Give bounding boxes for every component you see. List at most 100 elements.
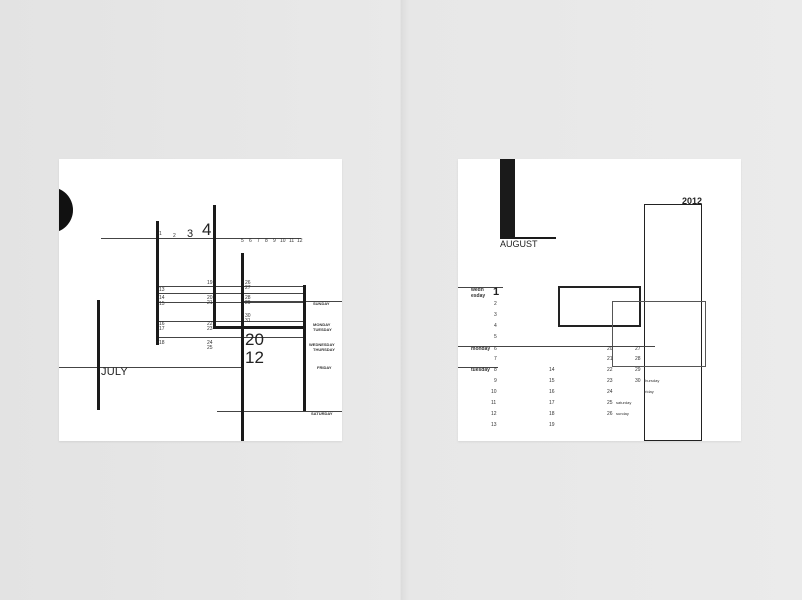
big-digit-3: 3 [187,228,194,240]
label-monday: monday [471,346,491,352]
aug-date-16: 16 [549,389,555,395]
aug-date-6: 6 [494,346,497,352]
date-26: 26 [245,280,251,286]
grid-rule-4 [156,321,304,322]
date-18: 18 [159,340,165,346]
bar-d [303,285,306,411]
label-esday: esday [471,293,486,299]
date-29: 29 [245,300,251,306]
aug-date-12: 12 [491,411,497,417]
year-bottom: 12 [245,348,264,367]
date-12: 12 [297,238,303,244]
aug-date-20: 20 [607,346,613,352]
grid-rule-2 [156,293,304,294]
date-25: 25 [207,345,213,351]
year-label: 2012 [682,196,703,206]
date-17: 17 [159,326,165,332]
grid-rule-5 [156,337,304,338]
aug-date-2: 2 [494,301,497,307]
date-13: 13 [159,287,165,293]
aug-date-23: 23 [607,378,613,384]
month-label: JULY [101,366,128,378]
aug-date-26: 26 [607,411,613,417]
grid-rule-1 [156,286,304,287]
first-day: 1 [493,286,500,298]
date-7: 7 [257,238,260,244]
aug-date-19: 19 [549,422,555,428]
label-saturday: saturday [616,400,632,405]
date-16: 16 [159,321,165,327]
half-circle-shape [59,187,73,233]
top-row-rule [101,238,301,239]
date-5: 5 [241,238,244,244]
date-22: 22 [207,321,213,327]
date-6: 6 [249,238,252,244]
date-28: 28 [245,295,251,301]
bottom-rule [217,411,342,412]
day-wednesday: WEDNESDAY [309,342,335,347]
aug-date-14: 14 [549,367,555,373]
day-monday: MONDAY [313,322,331,327]
day-sunday: SUNDAY [313,301,330,306]
july-calendar-card: JULY 20 12 3 4 1 2 5 6 7 8 9 10 11 12 13… [59,159,342,441]
day-friday: FRIDAY [317,365,332,370]
date-21: 21 [207,300,213,306]
bar-c [241,253,244,441]
date-19: 19 [207,280,213,286]
bar-big-l [500,159,515,238]
day-thursday: THURSDAY [313,347,335,352]
august-calendar-card: AUGUST 2012 wedn esday 1 monday tuesday … [458,159,741,441]
aug-date-30: 30 [635,378,641,384]
aug-date-13: 13 [491,422,497,428]
aug-date-27: 27 [635,346,641,352]
outline-box-bold [558,286,641,327]
aug-date-17: 17 [549,400,555,406]
rule-monday [458,346,655,347]
aug-date-28: 28 [635,356,641,362]
aug-date-18: 18 [549,411,555,417]
date-15: 15 [159,301,165,307]
date-30: 30 [245,313,251,319]
label-tuesday: tuesday [471,367,490,373]
year-top: 20 [245,330,264,349]
label-thursday: thursday [644,378,660,383]
date-27: 27 [245,285,251,291]
aug-date-24: 24 [607,389,613,395]
month-label: AUGUST [500,239,538,249]
rule-tuesday [458,367,498,368]
date-20: 20 [207,295,213,301]
mid-rule [59,367,241,368]
aug-date-10: 10 [491,389,497,395]
day-rule-sunday [243,301,342,302]
label-friday: friday [644,389,654,394]
date-10: 10 [280,238,286,244]
bar-a [156,221,159,345]
aug-date-25: 25 [607,400,613,406]
bar-b [213,205,216,327]
aug-date-15: 15 [549,378,555,384]
aug-date-5: 5 [494,334,497,340]
date-8: 8 [265,238,268,244]
date-11: 11 [289,238,295,244]
grid-rule-3 [156,302,304,303]
aug-date-21: 21 [607,356,613,362]
aug-date-9: 9 [494,378,497,384]
day-saturday: SATURDAY [311,411,333,416]
date-31: 31 [245,318,251,324]
bar-month [97,300,100,410]
year-column-box [644,204,702,441]
aug-date-7: 7 [494,356,497,362]
day-tuesday: TUESDAY [313,327,332,332]
label-sunday: sunday [616,411,629,416]
date-1: 1 [159,231,162,237]
bar-year [213,326,305,329]
date-24: 24 [207,340,213,346]
aug-date-8: 8 [494,367,497,373]
aug-date-4: 4 [494,323,497,329]
aug-date-3: 3 [494,312,497,318]
date-14: 14 [159,295,165,301]
date-9: 9 [273,238,276,244]
aug-date-22: 22 [607,367,613,373]
outline-box-thin [612,301,706,367]
aug-date-29: 29 [635,367,641,373]
